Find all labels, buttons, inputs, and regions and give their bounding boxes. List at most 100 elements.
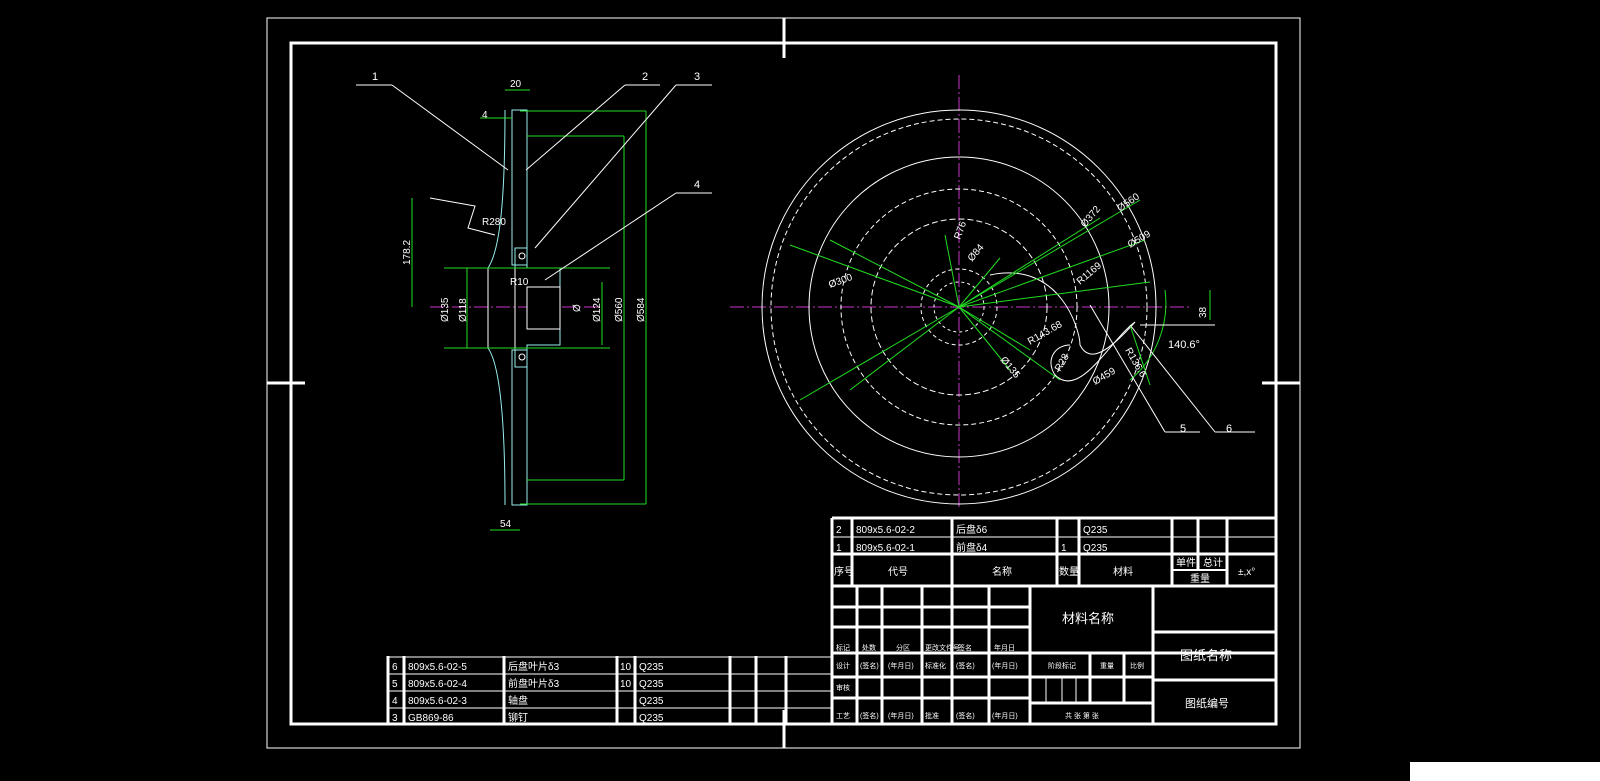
parts-row: 2 809x5.6-02-2 后盘δ6 Q235 — [836, 523, 1108, 536]
cell-text: 3 — [392, 713, 398, 724]
cell-text: 10 — [620, 679, 632, 690]
dim-d118: Ø118 — [458, 298, 469, 322]
dim-d372: Ø372 — [1079, 204, 1103, 230]
cell-text: 1 — [1061, 543, 1067, 554]
dim-d84: Ø84 — [966, 242, 987, 264]
cell-text: 1 — [836, 543, 842, 554]
parts-row: 6 809x5.6-02-5 后盘叶片δ3 10 Q235 — [392, 660, 664, 673]
dim-d509: Ø509 — [1126, 229, 1153, 251]
front-view: 5 6 Ø300 R76 Ø84 Ø372 Ø560 Ø509 R1169 R1… — [730, 75, 1255, 510]
dim-d135: Ø135 — [440, 297, 451, 322]
header-material: 材料 — [1113, 565, 1133, 578]
cell-text: 2 — [836, 525, 842, 536]
cell-text: GB869-86 — [408, 713, 454, 724]
dim-r28: R28 — [1053, 352, 1072, 374]
dim-angle: 140.6° — [1168, 339, 1200, 351]
balloon-4: 4 — [694, 179, 700, 191]
sign-label: (签名) — [860, 711, 879, 720]
sign-label: (年月日) — [992, 711, 1018, 720]
header-name: 名称 — [992, 565, 1012, 578]
sign-label: (年月日) — [888, 661, 914, 670]
cell-text: 809x5.6-02-2 — [856, 525, 915, 536]
dim-38: 38 — [1198, 306, 1209, 318]
sign-label: 分区 — [896, 643, 910, 652]
sign-label: 更改文件号 — [925, 643, 960, 652]
cell-text: 后盘δ6 — [956, 523, 988, 536]
dim-d459: Ø459 — [1091, 366, 1118, 388]
cell-text: 809x5.6-02-4 — [408, 679, 467, 690]
dim-r280: R280 — [482, 217, 506, 228]
dim-d584: Ø584 — [636, 297, 647, 322]
parts-row: 5 809x5.6-02-4 前盘叶片δ3 10 Q235 — [392, 677, 664, 690]
sign-label: (签名) — [956, 711, 975, 720]
cell-text: 4 — [392, 696, 398, 707]
sign-label: 处数 — [862, 643, 876, 652]
sign-label: 标准化 — [925, 661, 946, 670]
parts-row: 1 809x5.6-02-1 前盘δ4 1 Q235 — [836, 541, 1108, 554]
sign-label: (年月日) — [992, 661, 1018, 670]
drawing-name: 图纸名称 — [1180, 648, 1232, 663]
cell-text: 后盘叶片δ3 — [508, 660, 560, 673]
side-view: 1 2 3 4 20 4 R280 178.2 Ø135 Ø118 R10 Ø … — [356, 71, 712, 531]
cell-text: Q235 — [639, 696, 664, 707]
centering-marks — [267, 18, 1300, 748]
dim-d560: Ø560 — [1115, 191, 1142, 214]
cell-text: 10 — [620, 662, 632, 673]
cell-text: 809x5.6-02-3 — [408, 696, 467, 707]
cell-text: 809x5.6-02-5 — [408, 662, 467, 673]
cell-text: 铆钉 — [508, 711, 528, 724]
cell-text: 前盘δ4 — [956, 541, 988, 554]
dim-4: 4 — [482, 110, 488, 121]
dim-r10: R10 — [510, 277, 529, 288]
dim-d135: Ø135 — [998, 355, 1022, 381]
balloon-3: 3 — [694, 71, 700, 83]
header-code: 代号 — [888, 566, 908, 578]
header-total: 总计 — [1203, 556, 1223, 569]
outer-border — [266, 17, 1301, 749]
sign-label: 工艺 — [836, 712, 850, 720]
drawing-number: 图纸编号 — [1185, 696, 1229, 710]
dim-d124: Ø124 — [592, 297, 603, 322]
dim-d300: Ø300 — [827, 272, 854, 291]
title-block: 标记 处数 分区 更改文件号 签名 年月日 设计 (签名) (年月日) 标准化 (签名) (… — [832, 586, 1276, 724]
cell-text: 5 — [392, 679, 398, 690]
cell-text: Q235 — [1083, 543, 1108, 554]
sign-label: (签名) — [956, 661, 975, 670]
dim-178: 178.2 — [402, 240, 413, 265]
material-name: 材料名称 — [1062, 611, 1114, 626]
balloon-1: 1 — [372, 71, 378, 83]
dim-d560: Ø560 — [614, 297, 625, 322]
parts-list-upper: 2 809x5.6-02-2 后盘δ6 Q235 1 809x5.6-02-1 前盘… — [830, 516, 1276, 724]
balloon-5: 5 — [1180, 423, 1186, 435]
dim-20: 20 — [510, 79, 522, 90]
cell-text: 809x5.6-02-1 — [856, 543, 915, 554]
header-weight: 重量 — [1190, 572, 1210, 585]
stage-label: 阶段标记 — [1048, 661, 1076, 670]
header-note: ±,x° — [1238, 567, 1255, 578]
cell-text: 6 — [392, 662, 398, 673]
sign-label: 批准 — [925, 711, 939, 720]
header-no: 序号 — [834, 565, 854, 578]
status-strip — [1410, 762, 1600, 781]
sign-label: (签名) — [860, 661, 879, 670]
dim-54: 54 — [500, 519, 512, 530]
cell-text: Q235 — [1083, 525, 1108, 536]
weight-label: 重量 — [1100, 662, 1114, 670]
sign-label: 审核 — [836, 683, 850, 692]
sign-label: 标记 — [836, 643, 850, 652]
sign-label: 设计 — [836, 661, 850, 670]
dim-r76: R76 — [952, 220, 969, 241]
cell-text: 前盘叶片δ3 — [508, 677, 560, 690]
balloon-6: 6 — [1226, 423, 1232, 435]
cell-text: Q235 — [639, 662, 664, 673]
sign-label: 年月日 — [994, 643, 1015, 652]
header-qty: 数量 — [1059, 565, 1079, 578]
sheet-label: 共 张 第 张 — [1065, 711, 1099, 720]
cell-text: Q235 — [639, 679, 664, 690]
sign-label: 签名 — [958, 643, 972, 652]
scale-label: 比例 — [1130, 661, 1144, 670]
